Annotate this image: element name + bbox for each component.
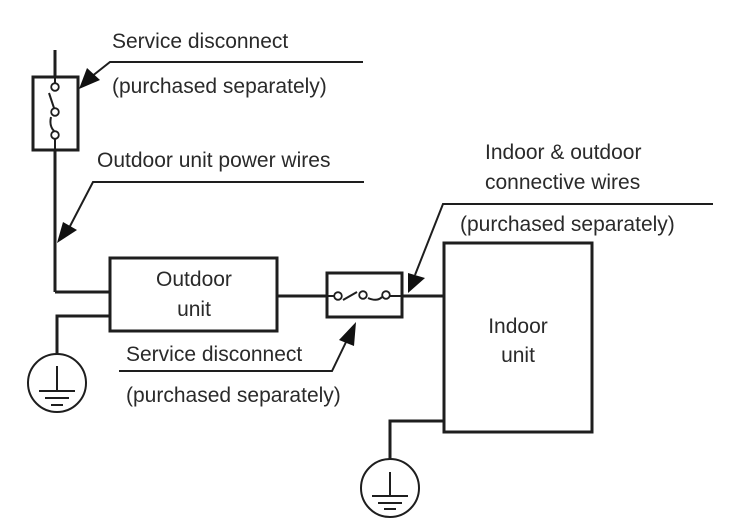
leader-line [90, 61, 363, 78]
top-disconnect-label-line2: (purchased separately) [112, 75, 327, 98]
earth-ground-icon [27, 353, 87, 413]
arrow-icon [339, 322, 356, 346]
middle-disconnect-label-line2: (purchased separately) [126, 384, 341, 407]
arrow-icon [57, 222, 77, 243]
callout-top-disconnect: Service disconnect (purchased separately… [79, 30, 363, 98]
indoor-ground-wire [388, 419, 444, 460]
disconnect-switch-icon [48, 78, 60, 150]
connective-wires-label-line1: Indoor & outdoor [485, 141, 641, 164]
indoor-unit-label-line1: Indoor [488, 315, 548, 338]
outdoor-ground-wire [55, 314, 110, 354]
disconnect-switch-icon [327, 290, 402, 301]
arrow-icon [79, 68, 100, 89]
callout-middle-disconnect: Service disconnect (purchased separately… [119, 322, 356, 407]
connective-wires-label-line3: (purchased separately) [460, 213, 675, 236]
arrow-icon [408, 273, 425, 293]
connective-wires-label-line2: connective wires [485, 171, 640, 194]
top-disconnect-switch [31, 75, 80, 152]
outdoor-unit-label-line2: unit [177, 298, 211, 321]
leader-line [67, 181, 364, 231]
leader-line [119, 339, 348, 372]
power-wires-label: Outdoor unit power wires [97, 149, 330, 172]
indoor-unit-box [442, 241, 594, 434]
outdoor-unit-label-line1: Outdoor [156, 268, 232, 291]
callout-connective-wires: Indoor & outdoor connective wires (purch… [408, 141, 713, 293]
callout-power-wires: Outdoor unit power wires [57, 149, 364, 243]
top-disconnect-label-line1: Service disconnect [112, 30, 288, 53]
middle-disconnect-label-line1: Service disconnect [126, 343, 302, 366]
indoor-unit-label-line2: unit [501, 344, 535, 367]
leader-line [414, 203, 713, 276]
earth-ground-icon [360, 458, 420, 518]
outdoor-unit-box [108, 256, 279, 333]
middle-disconnect-switch [325, 271, 404, 319]
